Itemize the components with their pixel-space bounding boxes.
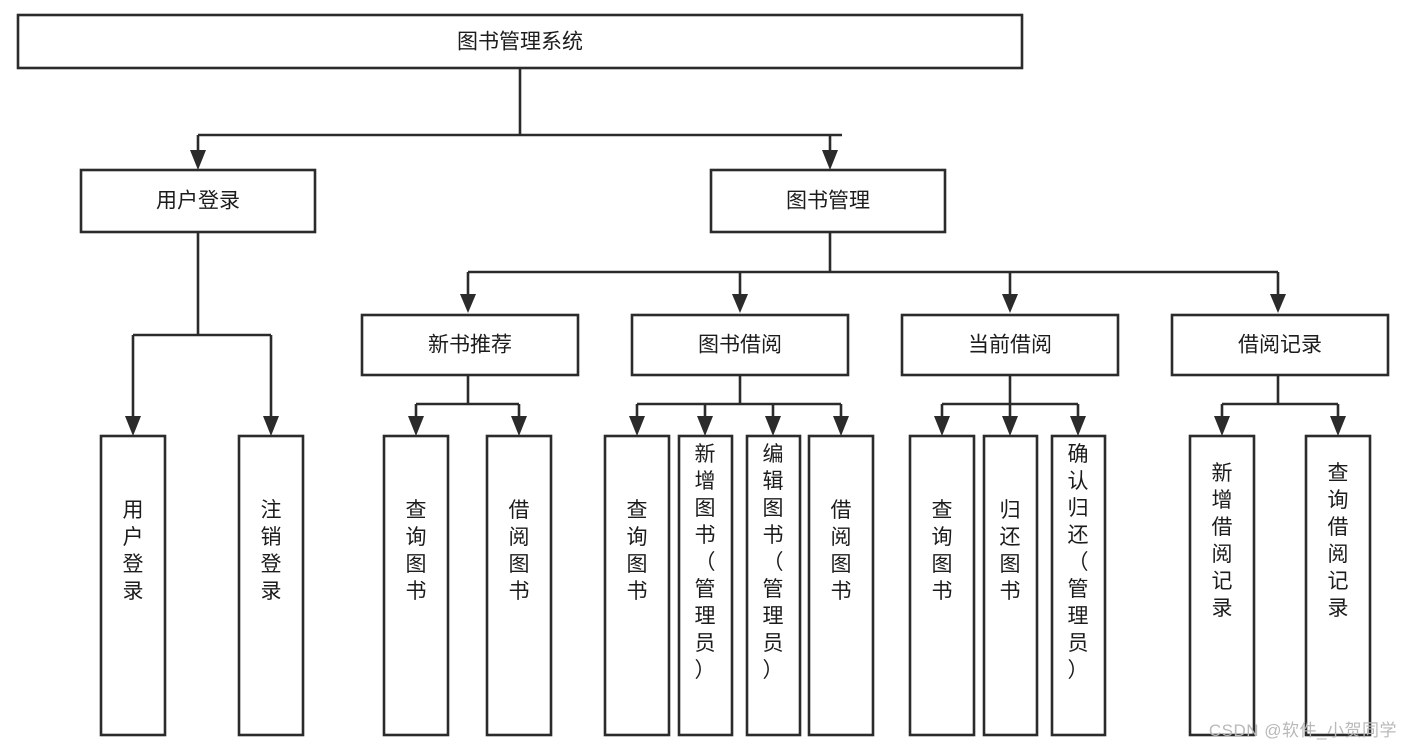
leaf-node-add-record[interactable]: 新增借阅记录 [1188,434,1256,737]
node-borrow-record-label: 借阅记录 [1238,334,1322,357]
connector-group-root [190,68,842,170]
leaf-add-record-box[interactable] [1188,434,1256,737]
leaf-node-query-book-2[interactable]: 查询图书 [603,434,671,737]
leaf-add-book-label: 新增图书（管理员） [695,443,716,682]
leaf-node-query-book-3[interactable]: 查询图书 [908,434,976,737]
arrow-bookmanage-to-new-book-recommend [460,294,476,313]
leaf-query-book-2-label: 查询图书 [627,499,648,603]
leaf-edit-book-box[interactable] [745,434,802,737]
node-book-manage[interactable]: 图书管理 [709,168,947,234]
arrow-bookborrow-to-add-book [697,416,713,436]
arrow-root-to-book-manage [822,150,838,170]
leaf-borrow-book-1-box[interactable] [485,434,553,737]
connector-group-book-manage [460,232,1286,313]
node-user-login-box[interactable] [79,168,317,234]
node-book-borrow-label: 图书借阅 [698,334,782,357]
node-user-login[interactable]: 用户登录 [79,168,317,234]
arrow-currentborrow-to-query-book [934,416,950,436]
leaf-query-book-1-box[interactable] [382,434,450,737]
leaf-user-login-label: 用户登录 [123,499,144,603]
leaf-query-book-2-box[interactable] [603,434,671,737]
leaf-node-user-login[interactable]: 用户登录 [99,434,167,737]
node-book-manage-label: 图书管理 [786,190,870,213]
node-borrow-record[interactable]: 借阅记录 [1170,313,1390,377]
leaf-query-book-3-label: 查询图书 [932,499,953,603]
node-new-book-recommend[interactable]: 新书推荐 [360,313,580,377]
leaf-query-record-label: 查询借阅记录 [1328,462,1349,620]
leaf-add-record-label: 新增借阅记录 [1212,462,1233,620]
node-book-borrow-box[interactable] [630,313,850,377]
leaf-return-book-label: 归还图书 [1000,499,1021,603]
node-root-label: 图书管理系统 [457,31,583,54]
leaf-borrow-book-1-label: 借阅图书 [509,499,530,603]
node-book-manage-box[interactable] [709,168,947,234]
leaf-confirm-return-box[interactable] [1050,434,1107,737]
arrow-userlogin-to-leaf2 [263,416,279,436]
node-current-borrow-label: 当前借阅 [968,334,1052,357]
leaf-query-book-3-box[interactable] [908,434,976,737]
connector-group-current-borrow [934,375,1086,436]
arrow-newbook-to-query-book [408,416,424,436]
connector-group-new-book-recommend [408,375,527,436]
leaf-add-book-box[interactable] [677,434,734,737]
arrow-bookborrow-to-borrow-book [833,416,849,436]
leaf-query-book-1-label: 查询图书 [406,499,427,603]
node-new-book-recommend-label: 新书推荐 [428,334,512,357]
node-root-box[interactable] [16,13,1024,70]
leaf-borrow-book-2-box[interactable] [807,434,875,737]
leaf-node-edit-book[interactable]: 编辑图书（管理员） [745,434,802,737]
node-new-book-recommend-box[interactable] [360,313,580,377]
arrow-bookmanage-to-borrow-record [1270,294,1286,313]
arrow-root-to-user-login [190,150,206,170]
node-borrow-record-box[interactable] [1170,313,1390,377]
leaf-user-login-box[interactable] [99,434,167,737]
node-current-borrow[interactable]: 当前借阅 [900,313,1120,377]
node-root[interactable]: 图书管理系统 [16,13,1024,70]
leaf-logout-label: 注销登录 [261,499,282,603]
connector-group-borrow-record [1214,375,1346,436]
node-current-borrow-box[interactable] [900,313,1120,377]
leaf-node-return-book[interactable]: 归还图书 [982,434,1039,737]
leaf-node-borrow-book-2[interactable]: 借阅图书 [807,434,875,737]
leaf-logout-box[interactable] [237,434,305,737]
leaf-node-borrow-book-1[interactable]: 借阅图书 [485,434,553,737]
node-user-login-label: 用户登录 [156,190,240,213]
leaf-node-add-book[interactable]: 新增图书（管理员） [677,434,734,737]
leaf-return-book-box[interactable] [982,434,1039,737]
arrow-newbook-to-borrow-book [511,416,527,436]
leaf-node-query-record[interactable]: 查询借阅记录 [1304,434,1372,737]
leaf-confirm-return-label: 确认归还（管理员） [1068,443,1089,682]
leaf-borrow-book-2-label: 借阅图书 [831,499,852,603]
arrow-currentborrow-to-return-book [1002,416,1018,436]
leaf-query-record-box[interactable] [1304,434,1372,737]
leaf-node-logout[interactable]: 注销登录 [237,434,305,737]
arrow-bookmanage-to-current-borrow [1002,294,1018,313]
arrow-currentborrow-to-confirm-return [1070,416,1086,436]
connector-group-book-borrow [629,375,849,436]
arrow-bookborrow-to-edit-book [765,416,781,436]
connector-group-user-login [125,232,279,436]
leaf-edit-book-label: 编辑图书（管理员） [763,443,784,682]
leaf-node-query-book-1[interactable]: 查询图书 [382,434,450,737]
leaf-node-confirm-return[interactable]: 确认归还（管理员） [1050,434,1107,737]
arrow-borrowrecord-to-query-record [1330,416,1346,436]
arrow-userlogin-to-leaf1 [125,416,141,436]
node-book-borrow[interactable]: 图书借阅 [630,313,850,377]
arrow-borrowrecord-to-add-record [1214,416,1230,436]
arrow-bookborrow-to-query-book [629,416,645,436]
arrow-bookmanage-to-book-borrow [732,294,748,313]
